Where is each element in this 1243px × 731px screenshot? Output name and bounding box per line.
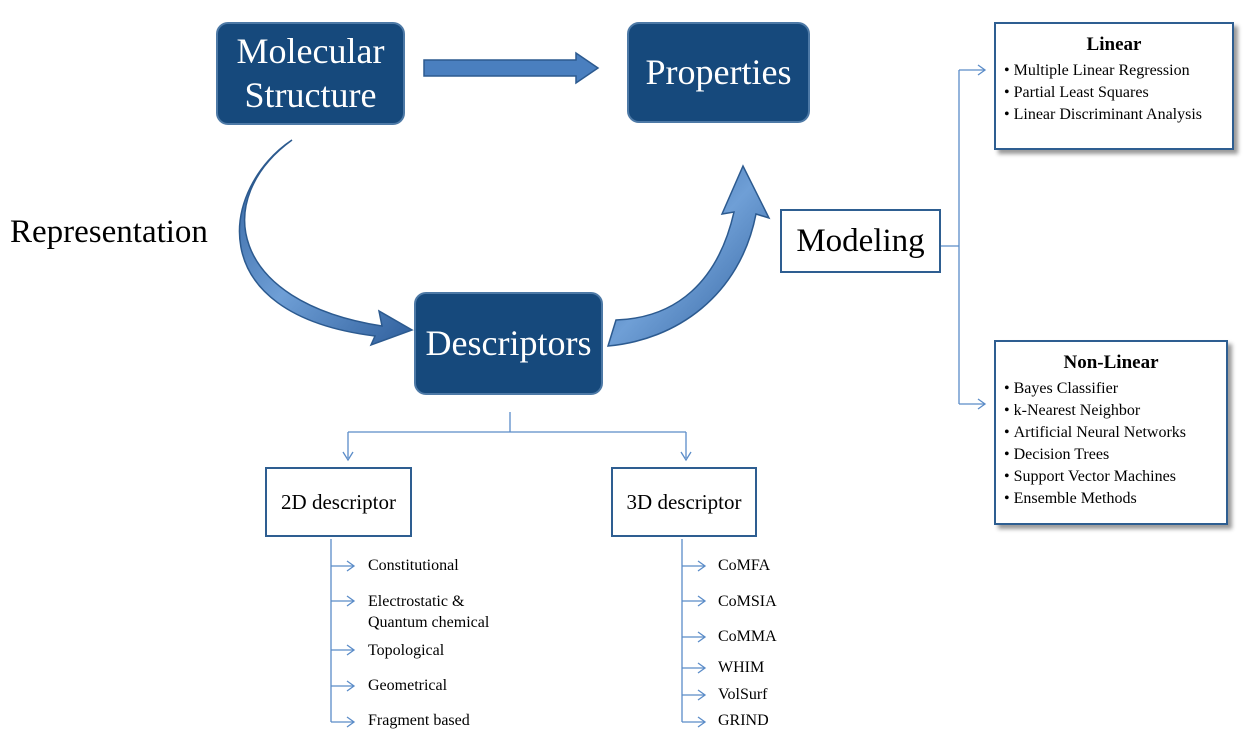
list-item: Linear Discriminant Analysis [1004,104,1224,126]
linear-title: Linear [1086,34,1142,55]
list-item-2d: Quantum chemical [368,614,490,631]
list-item-2d: Fragment based [368,712,470,729]
modeling-curved-arrow [606,164,771,347]
list-item-3d: GRIND [718,712,769,729]
list-item-2d: Constitutional [368,557,459,574]
list-item-2d: Electrostatic & [368,593,465,610]
list-item-3d: CoMFA [718,557,771,574]
list-item: Ensemble Methods [1004,488,1218,510]
list-item-3d: CoMSIA [718,593,777,610]
descriptor-3d-label: 3D descriptor [626,489,742,514]
nonlinear-list: Bayes Classifier k-Nearest Neighbor Arti… [1004,378,1218,510]
list-item-3d: CoMMA [718,628,777,645]
nonlinear-title: Non-Linear [1063,352,1159,373]
modeling-label: Modeling [796,222,925,259]
linear-methods-box: Linear Multiple Linear Regression Partia… [994,22,1234,150]
list-item: Partial Least Squares [1004,82,1224,104]
representation-curved-arrow [238,139,414,347]
list-item: k-Nearest Neighbor [1004,400,1218,422]
descriptors-label: Descriptors [425,322,592,363]
molecular-structure-box: Molecular Structure [216,22,405,125]
list-item: Artificial Neural Networks [1004,422,1218,444]
list-item-3d: WHIM [718,659,765,676]
linear-list: Multiple Linear Regression Partial Least… [1004,60,1224,126]
properties-box: Properties [627,22,810,123]
descriptor-2d-label: 2D descriptor [281,489,396,514]
list-item-2d: Topological [368,642,445,659]
descriptors-box: Descriptors [414,292,603,395]
representation-label: Representation [10,214,208,250]
modeling-box: Modeling [780,209,941,273]
descriptor-3d-box: 3D descriptor [611,467,757,537]
structure-to-properties-arrow [423,51,600,85]
list-item-3d: VolSurf [718,686,768,703]
molecular-structure-label: Molecular Structure [236,31,385,115]
list-item: Bayes Classifier [1004,378,1218,400]
list-item: Decision Trees [1004,444,1218,466]
list-item: Multiple Linear Regression [1004,60,1224,82]
properties-label: Properties [645,51,792,92]
nonlinear-methods-box: Non-Linear Bayes Classifier k-Nearest Ne… [994,340,1228,525]
connector-lines [330,64,987,728]
descriptor-2d-box: 2D descriptor [265,467,412,537]
list-item-2d: Geometrical [368,677,448,694]
list-item: Support Vector Machines [1004,466,1218,488]
